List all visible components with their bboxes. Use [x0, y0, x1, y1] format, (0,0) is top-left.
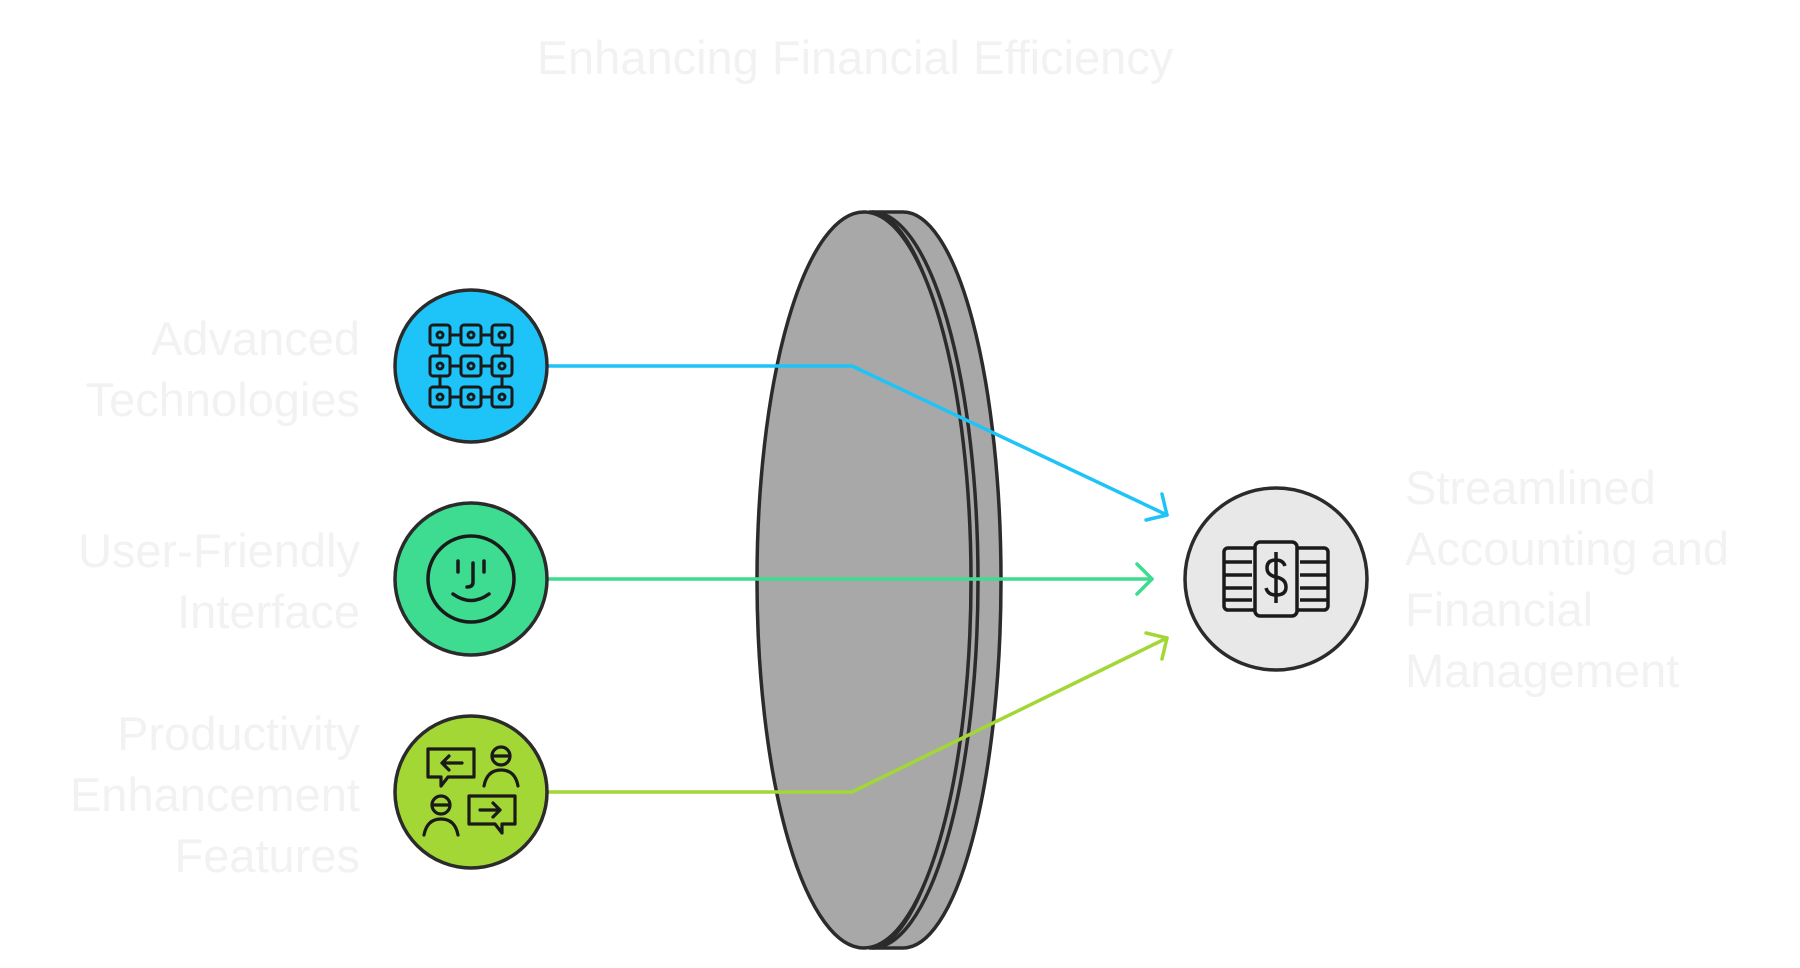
- connectors: [545, 364, 1169, 794]
- input-label-advanced-technologies: Advanced Technologies: [20, 308, 360, 430]
- money-stack-icon: [1222, 540, 1330, 618]
- diagram-title: Enhancing Financial Efficiency: [536, 31, 1174, 84]
- label-line: Enhancement: [69, 768, 360, 821]
- circuit-grid-icon: [428, 323, 514, 409]
- label-line: Technologies: [85, 373, 360, 426]
- input-label-user-friendly-interface: User-Friendly Interface: [20, 520, 360, 642]
- label-line: Management: [1405, 644, 1680, 697]
- output-label: Streamlined Accounting and Financial Man…: [1405, 457, 1795, 701]
- input-label-productivity-enhancement: Productivity Enhancement Features: [20, 703, 360, 886]
- label-line: Productivity: [117, 707, 360, 760]
- arrowhead-productivity-enhancement: [1144, 631, 1169, 661]
- conversation-exchange-icon: [422, 745, 520, 837]
- input-node-advanced-technologies: [393, 288, 549, 444]
- input-node-productivity-enhancement: [393, 714, 549, 870]
- label-line: User-Friendly: [77, 524, 360, 577]
- arrowhead-advanced-technologies: [1144, 492, 1169, 522]
- input-node-user-friendly-interface: [393, 501, 549, 657]
- smiley-face-icon: [426, 534, 516, 624]
- label-line: Accounting and: [1405, 522, 1730, 575]
- arrowhead-user-friendly-interface: [1135, 562, 1154, 596]
- label-line: Features: [174, 829, 360, 882]
- label-line: Financial: [1405, 583, 1594, 636]
- label-line: Interface: [177, 585, 360, 638]
- connector-productivity-enhancement: [545, 636, 1169, 794]
- label-line: Advanced: [150, 312, 360, 365]
- label-line: Streamlined: [1405, 461, 1656, 514]
- output-node: [1183, 486, 1369, 672]
- connector-advanced-technologies: [545, 364, 1169, 517]
